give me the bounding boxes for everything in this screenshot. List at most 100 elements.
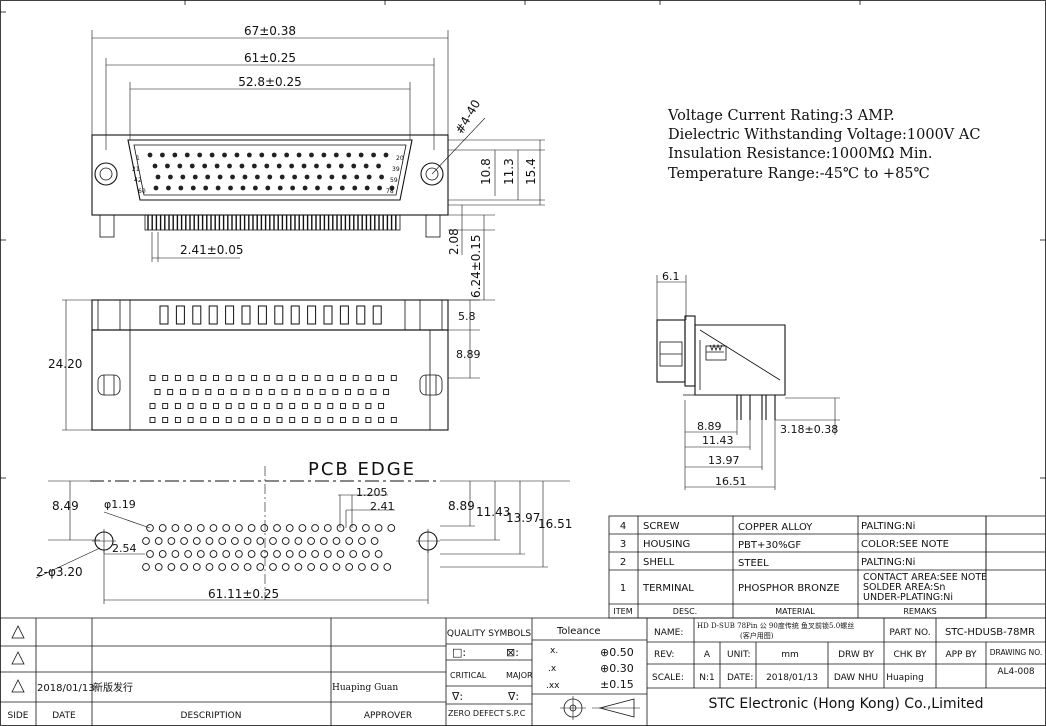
pcb-hole xyxy=(336,524,345,532)
pcb-hole xyxy=(260,550,269,558)
title-block: 2018/01/13 新版发行 Huaping Guan SIDE DATE D… xyxy=(0,617,1046,726)
pcb-hole xyxy=(167,563,176,571)
top-view: 67±0.38 61±0.25 52.8±0.25 1 21 42 60 20 … xyxy=(91,24,545,301)
top-pin xyxy=(178,185,184,191)
front-pin xyxy=(154,389,161,395)
top-pin xyxy=(209,152,215,158)
bom-material-2: STEEL xyxy=(738,558,769,569)
tol-x-label: x. xyxy=(550,646,558,656)
top-pin xyxy=(338,163,344,169)
top-pin xyxy=(314,163,319,169)
pin-label-20: 20 xyxy=(396,155,404,162)
pcb-hole xyxy=(184,524,192,532)
pcb-hole xyxy=(374,524,383,532)
bom-header-desc: DESC. xyxy=(673,607,697,616)
top-pin xyxy=(339,185,345,191)
top-pin xyxy=(227,163,232,169)
dim-front-height: 24.20 xyxy=(48,357,82,371)
pcb-hole xyxy=(209,550,218,558)
dim-front-5-8: 5.8 xyxy=(458,310,476,323)
front-top-band xyxy=(91,299,449,331)
front-pin xyxy=(340,417,346,423)
pcb-hole xyxy=(231,537,239,545)
spec-insulation: Insulation Resistance:1000MΩ Min. xyxy=(668,146,933,162)
pin-label-39: 39 xyxy=(392,166,400,173)
top-pin xyxy=(290,185,296,191)
top-pin-grid xyxy=(147,152,395,191)
dim-pcb-11-43: 11.43 xyxy=(476,505,510,519)
front-pin xyxy=(192,389,199,395)
front-pin xyxy=(276,375,283,381)
pcb-hole xyxy=(218,537,227,545)
front-pin xyxy=(314,417,321,423)
top-pin xyxy=(240,185,246,191)
dim-side-11-43: 11.43 xyxy=(702,434,734,447)
pcb-hole xyxy=(332,563,341,571)
dim-pcb-1-205: 1.205 xyxy=(356,486,388,499)
front-pin xyxy=(365,403,372,409)
top-pin xyxy=(346,152,352,158)
dim-pcb-mount-hole: 2-φ3.20 xyxy=(36,565,83,579)
dim-2-08: 2.08 xyxy=(447,228,461,255)
front-pin xyxy=(251,403,258,409)
pcb-hole xyxy=(205,537,214,545)
pin-label-60: 60 xyxy=(138,188,146,195)
bom-header-remarks: REMAKS xyxy=(903,607,936,616)
front-slot xyxy=(339,305,349,325)
front-pin xyxy=(200,403,207,409)
bom-material-4: COPPER ALLOY xyxy=(738,522,813,533)
pcb-hole xyxy=(196,550,205,558)
top-pin xyxy=(358,152,364,158)
checker-name: Huaping xyxy=(886,673,924,683)
pcb-hole xyxy=(374,550,383,558)
front-pin xyxy=(370,389,377,395)
front-slot-row xyxy=(159,305,382,325)
front-pin xyxy=(383,389,390,395)
front-pin xyxy=(162,403,169,409)
bom-desc-1: TERMINAL xyxy=(642,583,694,594)
header-date: DATE xyxy=(52,711,76,721)
part-no-label: PART NO. xyxy=(889,628,930,638)
quality-symbols-title: QUALITY SYMBOLS xyxy=(447,629,531,639)
front-pin xyxy=(200,375,207,381)
hole-thread-label: #4-40 xyxy=(452,97,483,136)
pcb-hole xyxy=(349,550,358,558)
front-pin xyxy=(225,417,232,423)
dim-pcb-hole-dia: φ1.19 xyxy=(104,498,136,511)
pcb-hole xyxy=(362,550,370,558)
zero-defect-symbol: ∇: xyxy=(451,690,463,703)
pcb-hole xyxy=(158,524,167,532)
top-pin xyxy=(155,174,161,180)
front-pin xyxy=(340,375,346,381)
pcb-hole xyxy=(307,537,315,545)
top-pin xyxy=(222,152,227,158)
pcb-hole xyxy=(273,550,281,558)
rev-label: REV: xyxy=(654,650,674,660)
top-d-shell xyxy=(127,139,413,201)
top-pin xyxy=(321,152,327,158)
top-pin xyxy=(202,163,208,169)
top-pin xyxy=(205,174,211,180)
top-pin xyxy=(264,163,270,169)
top-pin xyxy=(366,174,372,180)
part-no-value: STC-HDUSB-78MR xyxy=(945,627,1035,638)
top-pin xyxy=(190,185,196,191)
date-label: DATE: xyxy=(727,673,753,683)
top-pin xyxy=(284,152,290,158)
dim-side-6-1: 6.1 xyxy=(662,270,680,283)
revision-date: 2018/01/13 xyxy=(37,683,95,694)
pcb-hole xyxy=(184,550,192,558)
front-pin xyxy=(225,403,232,409)
top-pin xyxy=(267,174,273,180)
pcb-hole-grid xyxy=(142,524,396,571)
pcb-hole xyxy=(285,550,294,558)
front-pin xyxy=(365,417,372,423)
top-pin xyxy=(215,185,221,191)
top-pin xyxy=(329,174,335,180)
dim-pcb-16-51: 16.51 xyxy=(538,517,572,531)
pcb-hole xyxy=(256,563,265,571)
dim-overall-width: 67±0.38 xyxy=(244,24,296,38)
tail-pin-row xyxy=(147,215,397,230)
front-pin xyxy=(162,417,169,423)
front-slot xyxy=(225,305,235,325)
